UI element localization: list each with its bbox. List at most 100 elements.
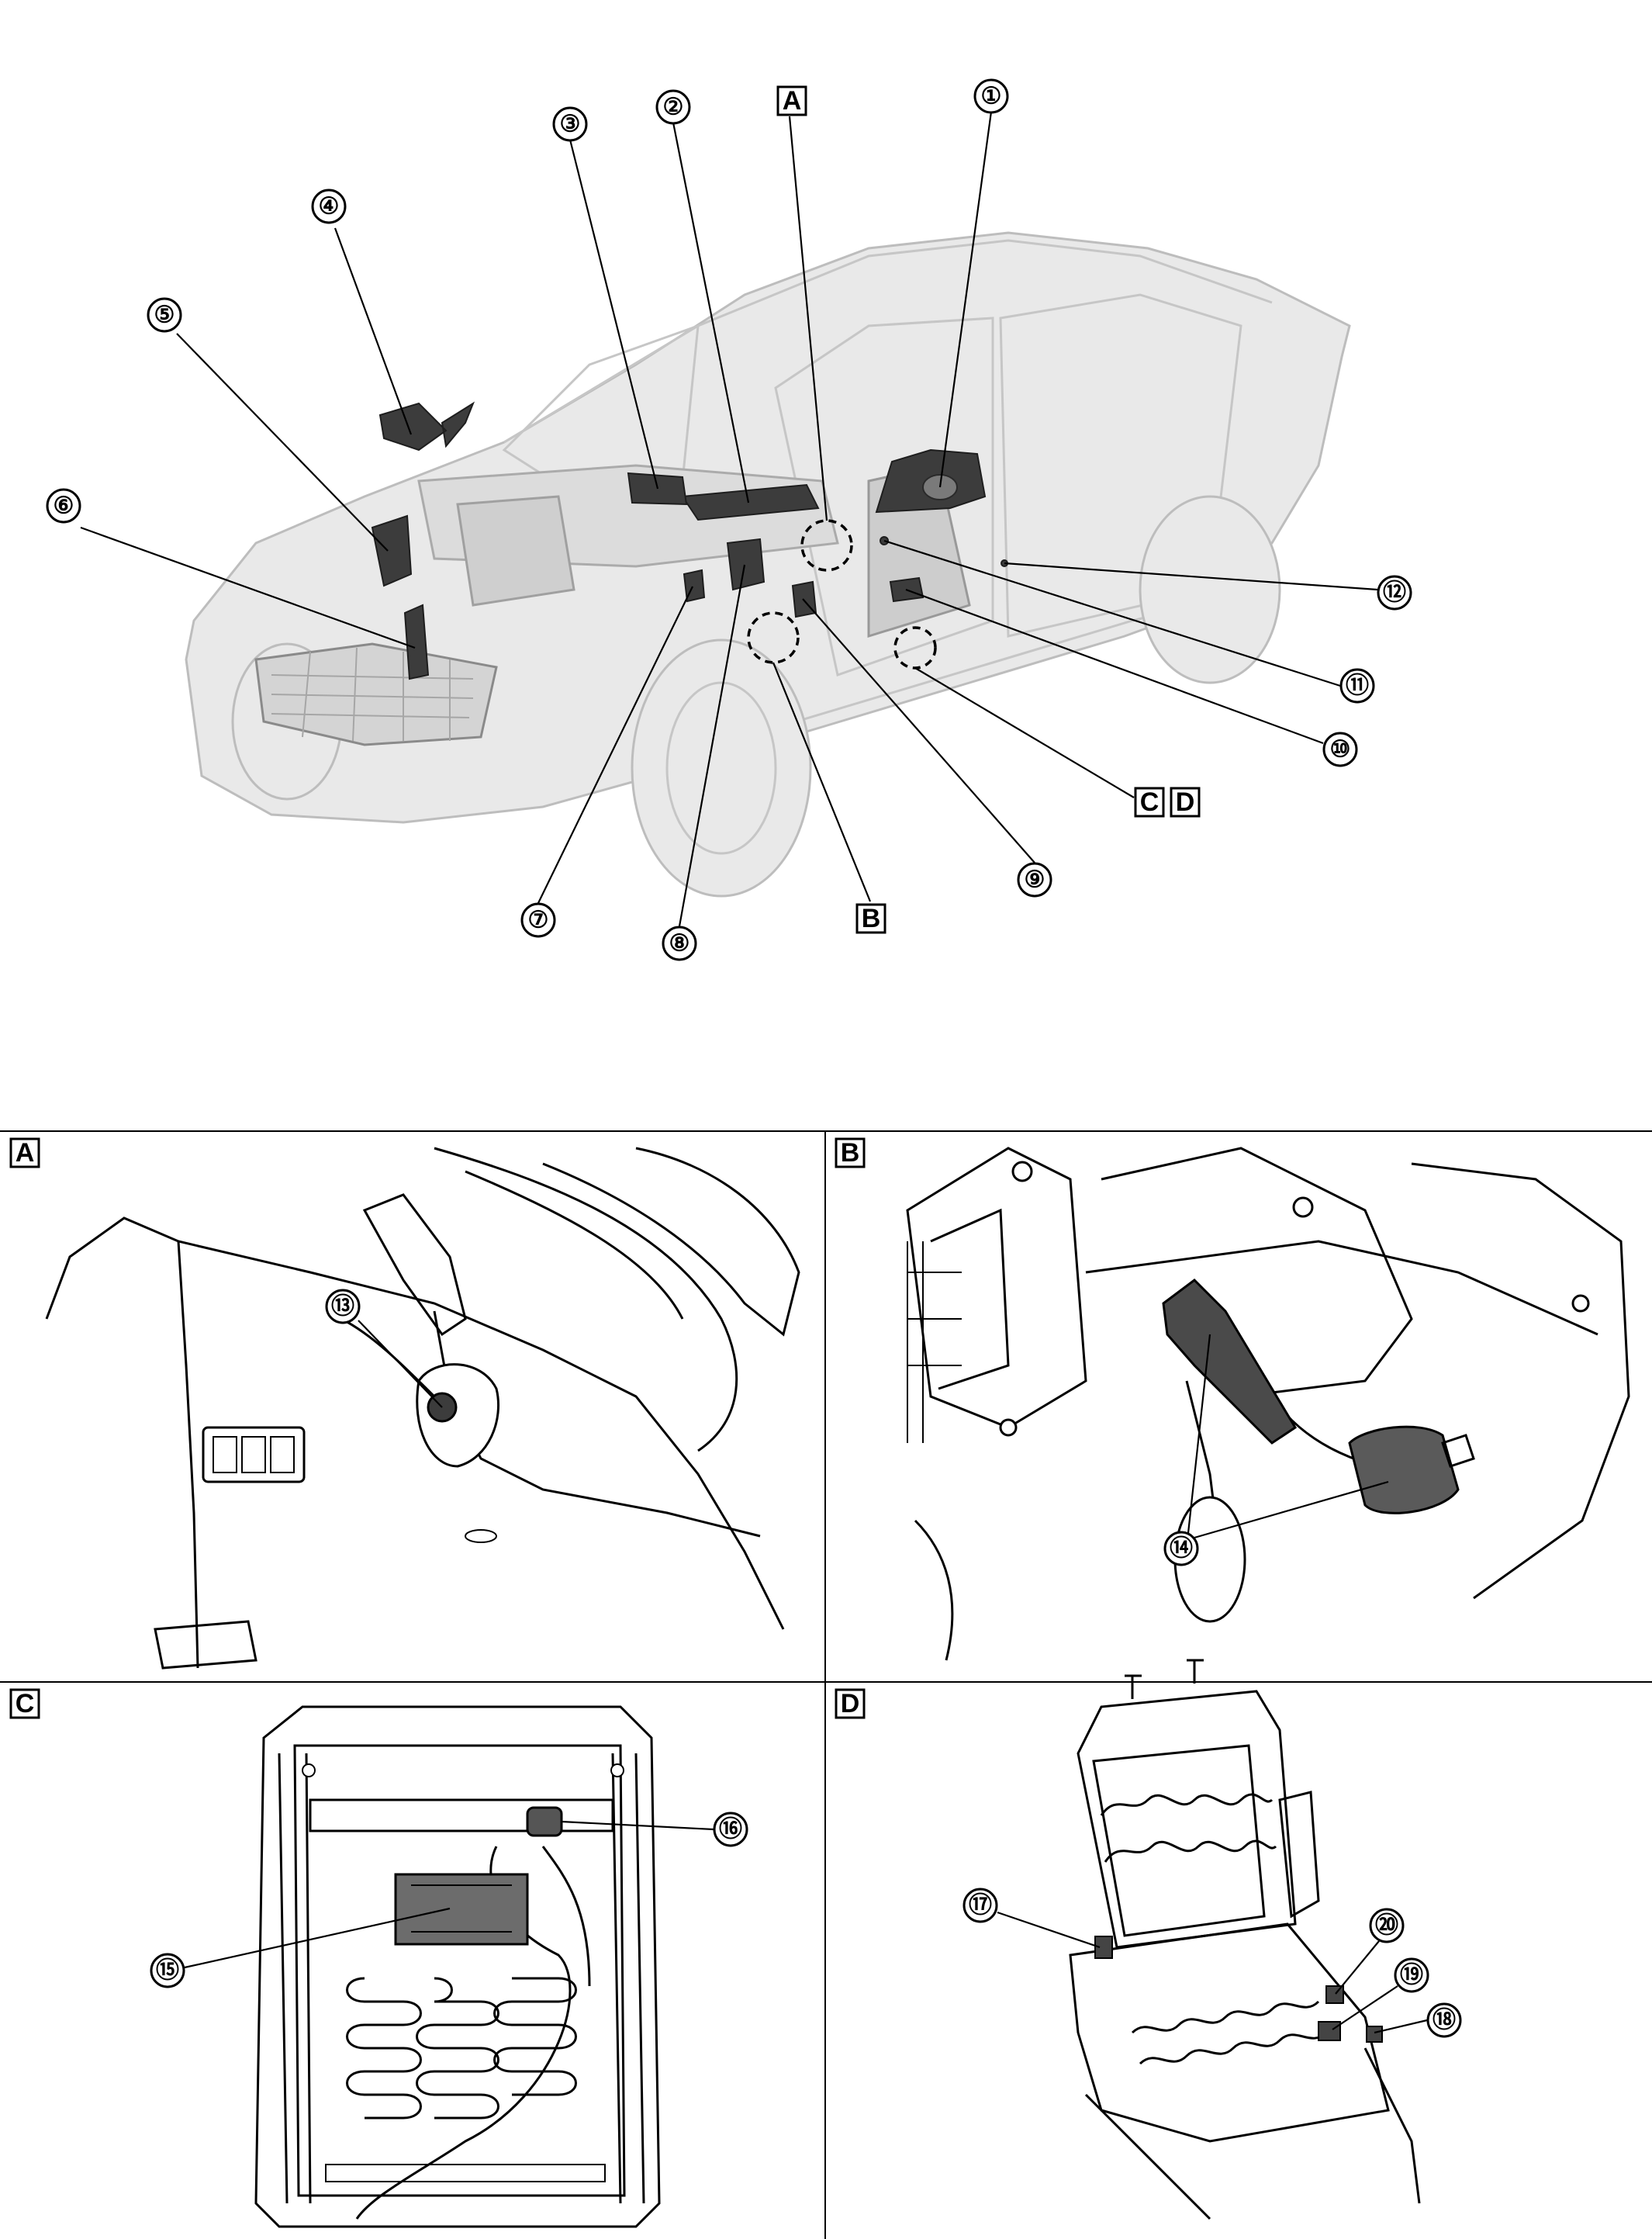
- callout-2: ②: [655, 89, 691, 125]
- part-4: [378, 401, 475, 452]
- callout-3-label: ③: [560, 112, 581, 137]
- panel-d-letter-text: D: [841, 1689, 860, 1718]
- callout-11-label: ⑪: [1346, 673, 1369, 699]
- panel-b-tube: [914, 1519, 954, 1661]
- panel-c-bolts-2: [610, 1763, 624, 1777]
- panel-b-leader-14a: [1187, 1334, 1211, 1534]
- panel-b-frame-right: [1411, 1162, 1630, 1600]
- panel-a-letter-text: A: [16, 1138, 35, 1168]
- grille-mesh: [271, 647, 474, 742]
- part-2: [681, 483, 820, 521]
- callout-1: ①: [973, 78, 1009, 114]
- leader-2: [672, 122, 750, 504]
- panel-c-seat-frame: [254, 1705, 661, 2228]
- callout-20: ⑳: [1369, 1908, 1405, 1943]
- panel-b-letter: B: [835, 1137, 866, 1168]
- car-roof-line: [503, 239, 1273, 444]
- panel-d-rail: [1084, 2047, 1421, 2220]
- overview-callouts: ① ② ③ ④ ⑤ ⑥ ⑦ ⑧ ⑨ ⑩ ⑪ ⑫: [46, 78, 1412, 961]
- callout-3: ③: [552, 106, 588, 142]
- panel-a-vent-slot-2: [241, 1436, 266, 1473]
- panel-b-bolt-2: [1292, 1196, 1314, 1218]
- overview-letter-c: C: [1134, 787, 1165, 818]
- panel-c-leader-15: [184, 1907, 451, 1969]
- overview-letter-c-text: C: [1140, 787, 1160, 817]
- panel-d: D ⑰ ⑳ ⑲ ⑱: [835, 1659, 1462, 2220]
- leader-b: [772, 662, 872, 902]
- overview-letter-b: B: [855, 903, 886, 934]
- panel-c-seat-frame-inner: [293, 1744, 626, 2197]
- callout-1-label: ①: [981, 84, 1002, 109]
- panel-b-bolt-1: [1011, 1161, 1033, 1182]
- leader-a: [788, 116, 828, 521]
- leader-1: [938, 111, 993, 488]
- panel-c-top-bar: [309, 1798, 614, 1832]
- panel-d-backrest-inner: [1092, 1744, 1266, 1937]
- callout-13-label: ⑬: [331, 1294, 354, 1320]
- panel-b-crossbar: [1085, 1240, 1598, 1336]
- leader-11: [883, 539, 1341, 687]
- part-9: [791, 580, 817, 618]
- callout-6: ⑥: [46, 488, 81, 524]
- callout-12-label: ⑫: [1383, 580, 1406, 606]
- panel-c-rail-right: [611, 1753, 645, 2204]
- leader-cd: [914, 667, 1135, 798]
- panel-c-connector-16: [526, 1806, 563, 1837]
- panel-c-module-ribs: [411, 1884, 512, 1933]
- callout-10-label: ⑩: [1330, 737, 1351, 763]
- panel-a-dash-lower: [45, 1216, 785, 1630]
- callout-7-label: ⑦: [528, 908, 549, 933]
- view-a-circle: [800, 519, 853, 572]
- panel-b-pedal-arm: [1101, 1147, 1413, 1398]
- panel-a-dash-edge: [177, 1241, 199, 1669]
- panel-c-letter: C: [9, 1688, 40, 1719]
- panel-a-vent-slot-1: [213, 1436, 237, 1473]
- panel-d-side-cover: [1278, 1791, 1320, 1919]
- rear-wheel-ghost: [1139, 495, 1281, 684]
- panel-b-bracket-detail: [930, 1208, 1010, 1390]
- callout-15-label: ⑮: [156, 1958, 179, 1984]
- panel-c-leader-16: [561, 1820, 714, 1831]
- front-wheel-ghost: [631, 638, 812, 898]
- leader-4: [334, 227, 413, 435]
- panel-c-rail-left: [278, 1753, 312, 2204]
- callout-4-label: ④: [319, 194, 340, 220]
- callout-19-label: ⑲: [1400, 1963, 1423, 1988]
- callout-2-label: ②: [663, 95, 684, 120]
- panel-a-knob: [465, 1529, 497, 1543]
- part-5: [371, 514, 413, 587]
- panel-a-letter: A: [9, 1137, 40, 1168]
- panel-c: C ⑮ ⑯: [9, 1688, 748, 2228]
- callout-5: ⑤: [147, 297, 182, 333]
- car-door-rear: [999, 293, 1242, 638]
- panel-c-letter-text: C: [16, 1689, 35, 1718]
- panel-b-leader-14b: [1194, 1480, 1389, 1539]
- callout-10: ⑩: [1322, 732, 1358, 767]
- panel-d-connector-18: [1366, 2026, 1383, 2043]
- overview-letter-d: D: [1170, 787, 1201, 818]
- callout-8: ⑧: [662, 926, 697, 961]
- panel-b-sensor-lower: [1348, 1425, 1460, 1514]
- panel-d-cushion-springs: [1131, 2000, 1328, 2065]
- panel-d-leader-19: [1332, 1985, 1398, 2030]
- callout-13: ⑬: [325, 1289, 361, 1324]
- leader-5: [176, 333, 389, 552]
- callout-8-label: ⑧: [669, 931, 690, 957]
- callout-17: ⑰: [963, 1888, 998, 1923]
- detail-panel-frame: [0, 1130, 1652, 2239]
- panel-b: B ⑭: [835, 1137, 1630, 1661]
- panel-d-letter: D: [835, 1688, 866, 1719]
- callout-18: ⑱: [1426, 2002, 1462, 2038]
- panel-d-headrest-posts: [1125, 1659, 1204, 1699]
- callout-17-label: ⑰: [969, 1893, 992, 1919]
- panel-d-connector-19: [1318, 2021, 1341, 2041]
- panel-a-leader-13: [358, 1320, 443, 1408]
- callout-12: ⑫: [1377, 575, 1412, 611]
- leader-3: [569, 139, 659, 490]
- overview-letter-a: A: [776, 85, 807, 116]
- leader-6: [80, 526, 416, 649]
- callout-9-label: ⑨: [1025, 867, 1045, 893]
- callout-4: ④: [311, 189, 347, 224]
- overview-letter-b-text: B: [862, 904, 881, 933]
- panel-a-vent-slot-3: [270, 1436, 295, 1473]
